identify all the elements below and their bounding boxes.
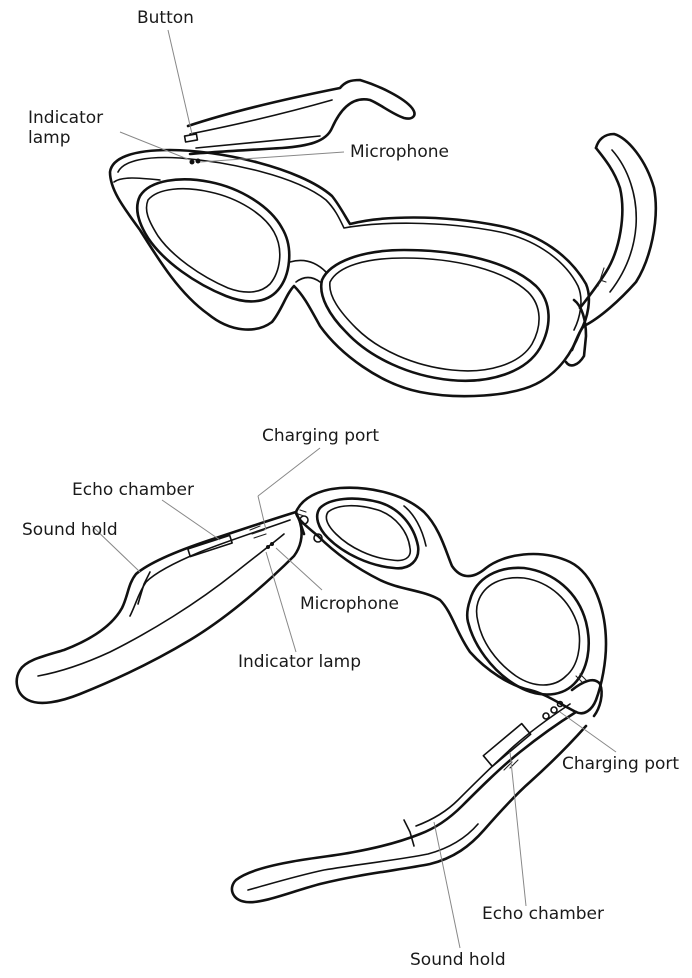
glasses-top-view: [110, 30, 656, 396]
label-charging-port-right: Charging port: [562, 754, 679, 774]
indicator-lamp-icon: [190, 160, 195, 165]
button-icon: [185, 134, 198, 142]
right-long-temple: [232, 702, 586, 903]
label-charging-port-top: Charging port: [262, 426, 379, 446]
label-indicator-lamp-top: Indicator lamp: [28, 108, 118, 148]
label-microphone-top: Microphone: [350, 142, 449, 162]
left-long-temple: [17, 512, 302, 703]
label-echo-chamber-left: Echo chamber: [72, 480, 194, 500]
label-echo-chamber-right: Echo chamber: [482, 904, 604, 924]
label-sound-hold-left: Sound hold: [22, 520, 118, 540]
microphone-bottom-icon: [270, 542, 274, 546]
label-microphone-bottom: Microphone: [300, 594, 399, 614]
label-indicator-lamp-bottom: Indicator lamp: [238, 652, 361, 672]
label-sound-hold-bottom: Sound hold: [410, 950, 506, 970]
echo-chamber-left-icon: [188, 535, 232, 556]
charging-port-right-icon: [543, 713, 549, 719]
front-frame: [110, 150, 589, 396]
label-button: Button: [137, 8, 194, 28]
echo-chamber-right-icon: [483, 724, 530, 767]
indicator-lamp-bottom-icon: [266, 545, 270, 549]
